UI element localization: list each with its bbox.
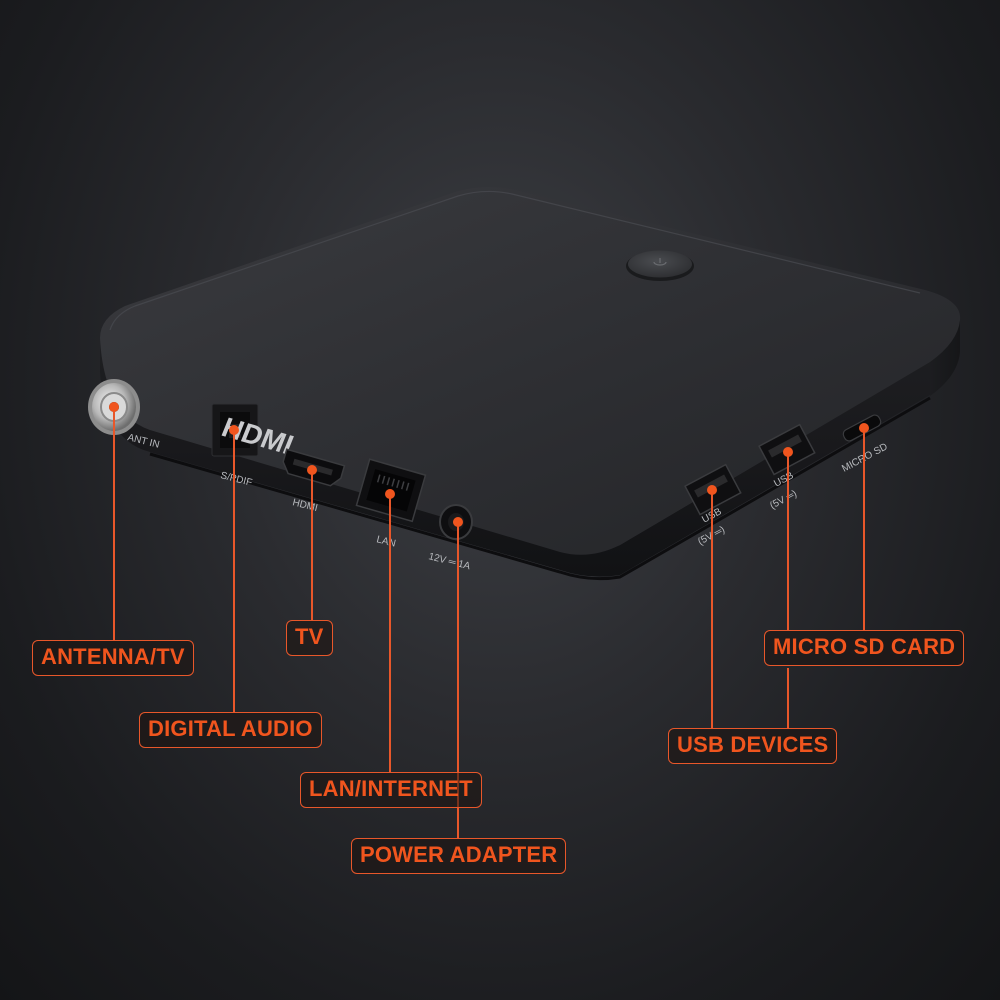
power-button[interactable] bbox=[626, 250, 694, 282]
device-top-face bbox=[100, 186, 961, 555]
callout-power-adapter: POWER ADAPTER bbox=[351, 838, 567, 874]
port-label-power: 12V ═ 1A bbox=[427, 551, 471, 572]
power-icon bbox=[653, 258, 667, 266]
port-label-usb2-line2: (5V ═) bbox=[768, 488, 799, 511]
callout-usb-devices: USB DEVICES bbox=[668, 728, 838, 764]
device-right-face bbox=[930, 318, 960, 396]
callout-micro-sd-card: MICRO SD CARD bbox=[764, 630, 965, 666]
callout-tv: TV bbox=[286, 620, 333, 656]
callout-digital-audio: DIGITAL AUDIO bbox=[139, 712, 322, 748]
port-label-lan: LAN bbox=[375, 534, 397, 549]
callout-antenna-tv: ANTENNA/TV bbox=[32, 640, 194, 676]
callout-lan-internet: LAN/INTERNET bbox=[300, 772, 482, 808]
callout-lines bbox=[113, 407, 865, 838]
port-label-hdmi: HDMI bbox=[291, 497, 318, 514]
callout-dots bbox=[109, 402, 869, 527]
